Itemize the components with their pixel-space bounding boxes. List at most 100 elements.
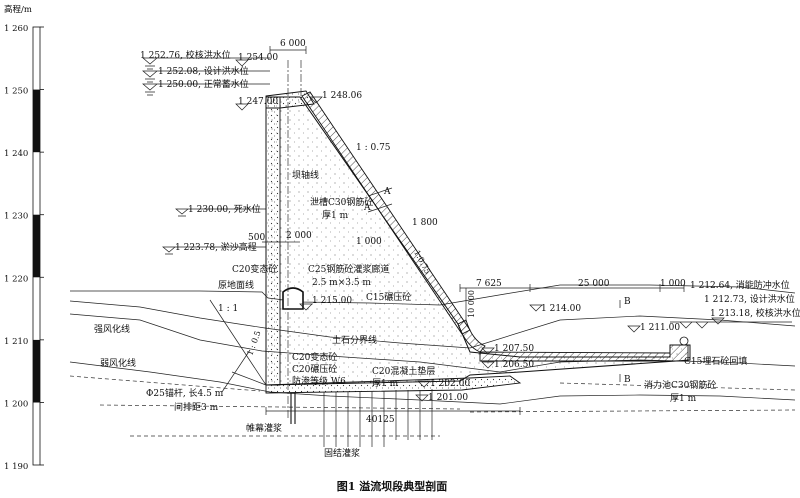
label-silt-level: 1 223.78, 淤沙高程 [175, 241, 257, 253]
elev-marker-crest-top [235, 59, 249, 67]
label-c20-cushion: C20混凝土垫层 [372, 365, 435, 377]
label-normal-storage: 1 250.00, 正常蓄水位 [158, 78, 249, 90]
label-stilling-basin: 消力池C30钢筋砼 [644, 379, 716, 391]
scale-tick-label: 1 200 [4, 399, 28, 409]
labels: 1 252.76, 校核洪水位 1 252.08, 设计洪水位 1 250.00… [94, 39, 800, 493]
label-section-a-lower: A [363, 203, 371, 213]
elev-marker-toe-bottom [481, 361, 495, 369]
scale-tick-label: 1 210 [4, 337, 28, 347]
backfill-circle [679, 336, 689, 346]
label-design-flood-down: 1 212.73, 设计洪水位 [704, 293, 795, 305]
label-d25000: 25 000 [578, 279, 610, 289]
scale-tick-label: 1 220 [4, 274, 28, 284]
label-seepage-grade: 防渗等级 W6 [292, 375, 346, 387]
weathering-dash-3 [99, 404, 461, 410]
wl-marker-design-up [142, 70, 270, 83]
grouting [290, 389, 433, 447]
label-crest-width: 6 000 [280, 39, 306, 49]
crest-width-dim [269, 46, 307, 54]
elev-marker-base-top [417, 380, 431, 388]
wl-marker-down [670, 317, 792, 329]
anchor-leader [221, 349, 251, 393]
figure-caption: 图1 溢流坝段典型剖面 [337, 479, 447, 493]
base-cushion [265, 375, 522, 394]
scale-tick-label: 1 260 [4, 24, 28, 34]
label-chute-thickness: 厚1 m [322, 210, 349, 221]
label-c15-backfill: C15埋石砼回填 [684, 355, 747, 367]
label-d1800: 1 800 [412, 218, 438, 228]
wl-marker-check-up [142, 57, 270, 70]
label-section-b-lower: B [624, 375, 631, 385]
dim-1000b [660, 284, 685, 292]
label-c20-modified-top: C20变态砼 [232, 263, 277, 275]
water-level-markers [142, 57, 792, 402]
label-soil-rock: 土石分界线 [332, 334, 377, 346]
elev-marker-pool [627, 325, 641, 333]
label-dead-level: 1 230.00, 死水位 [188, 203, 261, 215]
label-d10000: 10 000 [467, 290, 476, 318]
wl-marker-silt [162, 246, 266, 255]
elevation-scale: 高程/m 1 260 1 250 1 240 1 230 1 220 1 210 1 200… [4, 4, 44, 472]
elev-marker-apron [529, 304, 543, 312]
label-section-b-upper: B [624, 297, 631, 307]
wl-marker-normal [142, 83, 270, 96]
label-c20-rcc: C20碾压砼 [292, 363, 337, 375]
dimension-lines [209, 46, 685, 415]
label-toe-top: 1 207.50 [494, 344, 534, 354]
label-slope-bolt: 1 : 0.5 [245, 330, 262, 357]
scale-tick-label: 1 250 [4, 87, 28, 97]
upstream-face-concrete [265, 96, 281, 386]
scale-unit-label: 高程/m [4, 4, 32, 15]
label-section-a-upper: A [383, 187, 391, 197]
label-d1000: 1 000 [356, 237, 382, 247]
elev-marker-gallery [299, 303, 313, 311]
label-dam-axis: 坝轴线 [292, 169, 319, 181]
label-pool-end: 1 211.00 [640, 323, 680, 333]
label-apron-end: 1 214.00 [541, 304, 581, 314]
label-slope-main: 1 : 0.75 [356, 143, 391, 153]
elev-marker-crest-left [235, 103, 249, 111]
elev-marker-crest-right [309, 96, 323, 104]
label-anchor-spacing: 间排距3 m [174, 401, 219, 413]
label-anchor: Φ25锚杆, 长4.5 m [146, 387, 224, 399]
slope-1-1-line [209, 299, 267, 386]
label-design-flood-up: 1 252.08, 设计洪水位 [158, 65, 249, 77]
scale-bar-segment [33, 339, 40, 403]
chute-toe-curve [457, 319, 486, 353]
scale-tick-label: 1 240 [4, 149, 28, 159]
weathering-dash-4 [469, 409, 796, 413]
label-d500: 500 [248, 233, 265, 243]
scale-bar-segment [33, 214, 40, 278]
scale-bar-segment [33, 89, 40, 153]
wl-marker-dead [175, 208, 266, 217]
label-energy-dissipation: 1 212.64, 消能防冲水位 [690, 279, 790, 291]
label-base-top: 1 202.00 [430, 379, 470, 389]
label-weak-weathering: 弱风化线 [100, 357, 136, 369]
label-gallery-size: 2.5 m×3.5 m [312, 278, 371, 288]
label-gallery-floor: 1 215.00 [312, 296, 352, 306]
dam-body [265, 60, 691, 420]
label-d7625: 7 625 [476, 279, 502, 289]
scale-tick-label: 1 230 [4, 212, 28, 222]
label-original-ground: 原地面线 [218, 279, 254, 291]
weathering-dash-1 [69, 375, 261, 392]
section-a-line [367, 187, 393, 213]
label-c15-rcc: C15碾压砼 [366, 291, 411, 303]
label-chute-concrete: 泄槽C30钢筋砼 [310, 196, 373, 208]
label-d1000b: 1 000 [660, 279, 686, 289]
gallery [282, 287, 304, 310]
label-base-bottom: 1 201.00 [428, 393, 468, 403]
label-d40125: 40125 [366, 415, 395, 425]
label-c20-modified-bottom: C20变态砼 [292, 351, 337, 363]
label-check-flood-down: 1 213.18, 校核洪水位 [710, 307, 800, 319]
label-strong-weathering: 强风化线 [94, 323, 130, 335]
label-cushion-thickness: 厚1 m [372, 378, 399, 389]
label-crest-right: 1 248.06 [322, 91, 362, 101]
label-crest-left: 1 247.00 [238, 97, 278, 107]
elev-marker-base-bottom [415, 394, 429, 402]
crest-concrete [265, 90, 315, 109]
slope-bolt-line [231, 371, 267, 386]
label-check-flood-up: 1 252.76, 校核洪水位 [140, 49, 231, 61]
dim-40125 [265, 407, 521, 415]
scale-tick-label: 1 190 [4, 462, 28, 472]
